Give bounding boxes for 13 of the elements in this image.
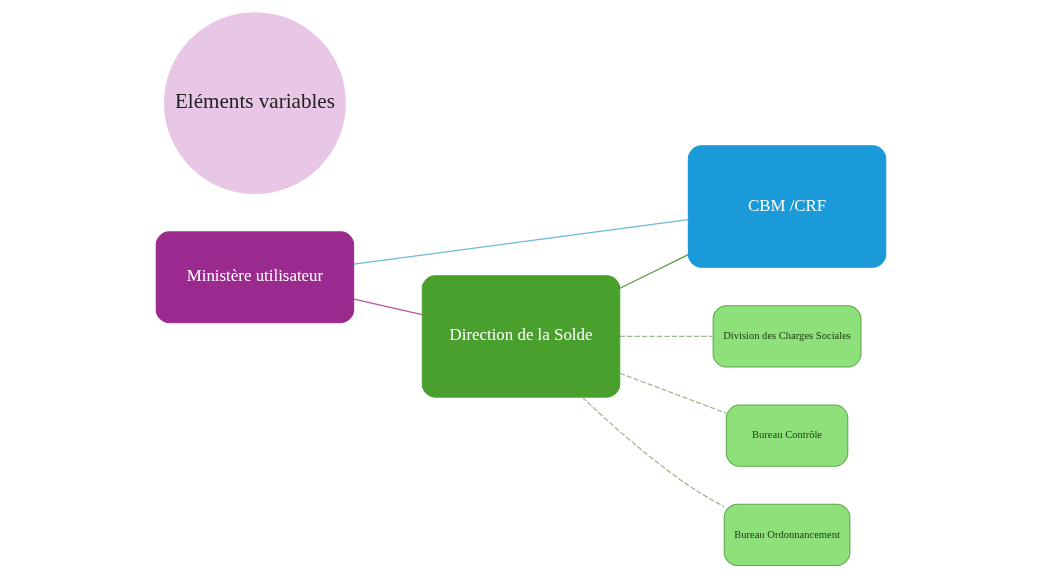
node-circle: Eléments variables	[163, 12, 346, 194]
connector	[618, 372, 727, 414]
connector	[618, 335, 714, 338]
node-box: Division des Charges Sociales	[712, 305, 861, 368]
connector	[352, 218, 689, 265]
node-box: Ministère utilisateur	[155, 231, 354, 324]
node-box: Bureau Contrôle	[725, 404, 848, 467]
connector	[581, 396, 725, 508]
connector	[618, 254, 689, 289]
connector	[352, 298, 423, 316]
node-box: Bureau Ordonnancement	[723, 503, 850, 567]
node-box: Direction de la Solde	[421, 275, 620, 398]
node-box: CBM /CRF	[687, 145, 886, 268]
